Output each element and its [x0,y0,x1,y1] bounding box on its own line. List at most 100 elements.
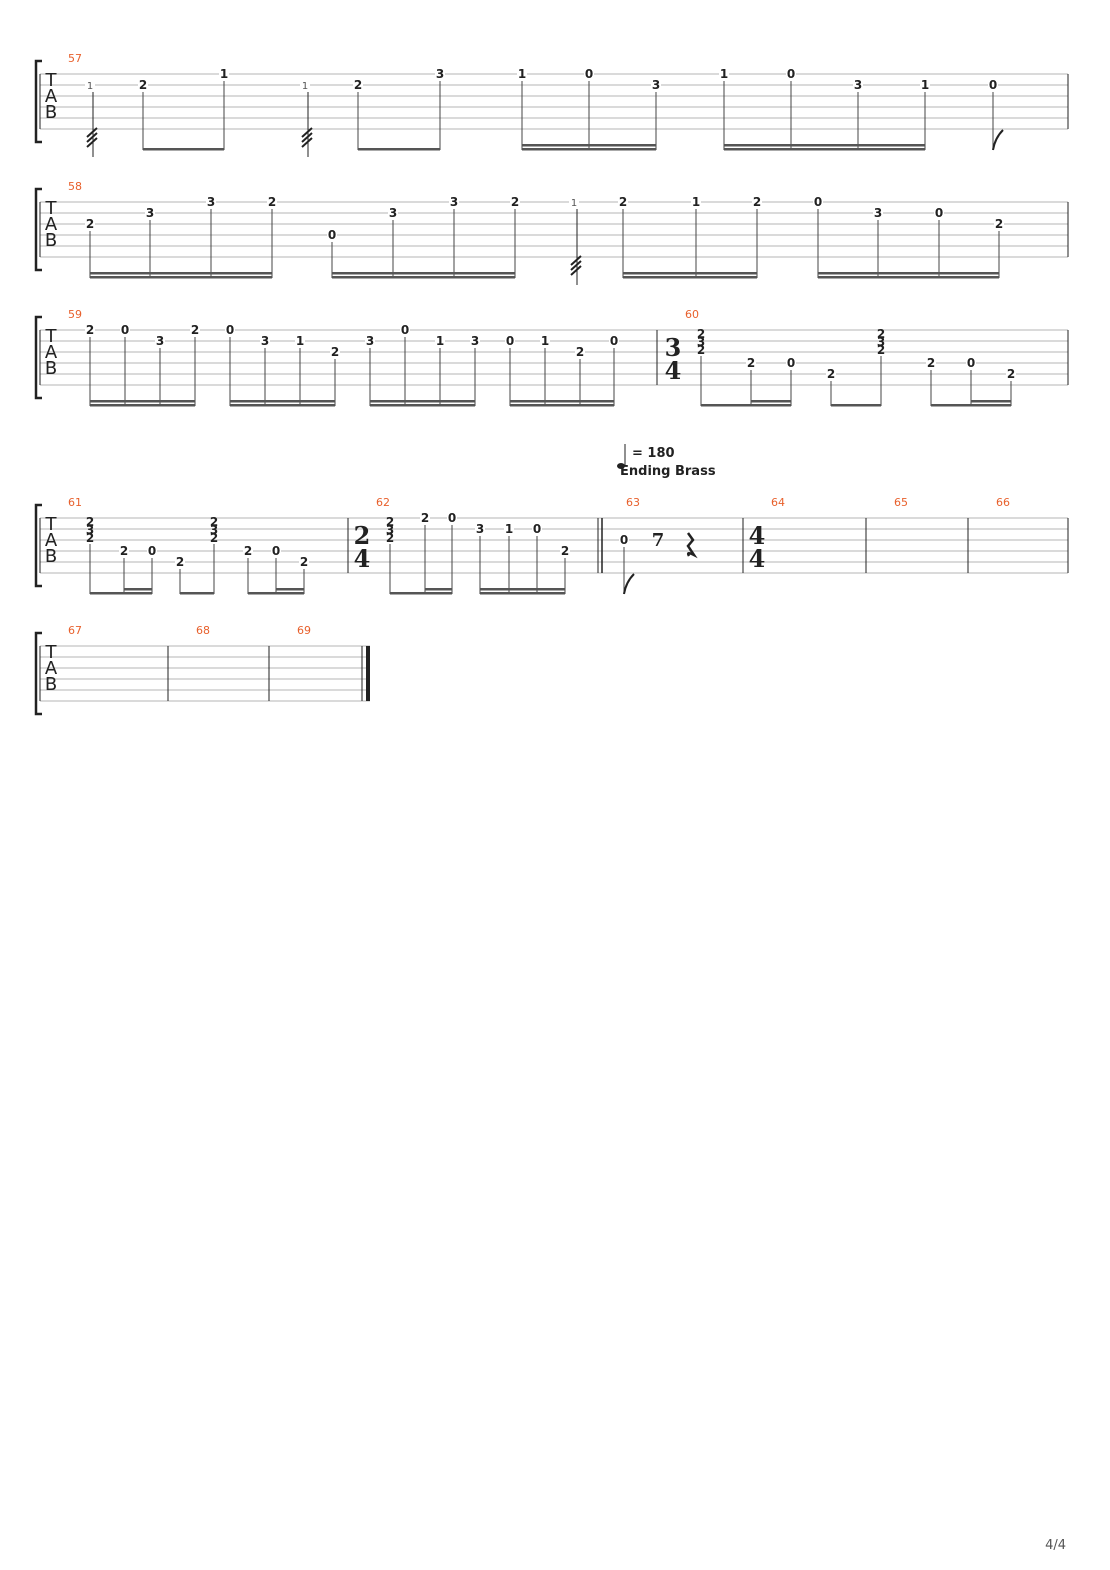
final-barline [366,646,370,701]
measure-number: 59 [68,308,82,321]
secondary-beam [370,400,475,403]
tab-clef-letter: B [45,102,57,123]
fret-number: 3 [652,78,660,92]
fret-number: 1 [692,195,700,209]
beam [90,276,272,279]
secondary-beam [124,588,152,591]
fret-mask [786,357,796,368]
quarter-rest-icon [686,532,698,559]
tab-clef-letter: T [45,642,58,663]
measure-number: 57 [68,52,82,65]
fret-mask [540,335,550,346]
fret-mask [400,324,410,335]
secondary-beam [90,272,272,275]
measure-number: 69 [297,624,311,637]
time-signature-numerator: 4 [749,521,766,550]
measure-number: 68 [196,624,210,637]
fret-number: 0 [620,533,628,547]
measure-number: 63 [626,496,640,509]
fret-mask [505,335,515,346]
system-bracket [34,315,42,400]
fret-number: 2 [697,343,705,357]
fret-number: 3 [874,206,882,220]
fret-mask [435,335,445,346]
fret-mask [206,196,216,207]
fret-number: 0 [533,522,541,536]
secondary-beam [971,400,1011,403]
fret-mask [752,196,762,207]
fret-mask [651,79,661,90]
tab-clef-letter: B [45,358,57,379]
eighth-rest-icon: 7 [652,530,665,551]
grace-fret-number: 1 [571,198,577,209]
measure-number: 66 [996,496,1010,509]
tab-clef-letter: T [45,70,58,91]
measure-number: 64 [771,496,785,509]
fret-number: 2 [511,195,519,209]
system-bracket [34,187,42,272]
quarter-note-icon [617,463,625,469]
secondary-beam [522,144,656,147]
fret-mask [449,196,459,207]
secondary-beam [480,588,565,591]
system-bracket [34,631,42,716]
secondary-beam [425,588,452,591]
beam [370,404,475,407]
beam [818,276,999,279]
grace-fret-number: 1 [302,81,308,92]
tremolo-stroke [570,265,582,276]
fret-mask [327,229,337,240]
tremolo-stroke [86,137,98,148]
fret-number: 0 [226,323,234,337]
beam [390,592,452,595]
fret-mask [435,68,445,79]
fret-number: 0 [967,356,975,370]
fret-mask [719,68,729,79]
fret-number: 1 [518,67,526,81]
fret-number: 2 [210,515,218,529]
tab-clef-letter: A [45,658,58,679]
fret-mask [988,79,998,90]
fret-mask [267,196,277,207]
tremolo-stroke [301,127,313,138]
fret-mask [353,79,363,90]
fret-mask [365,335,375,346]
fret-mask [994,218,1004,229]
secondary-beam [90,400,195,403]
fret-number: 3 [156,334,164,348]
fret-number: 0 [787,356,795,370]
tab-clef-letter: A [45,86,58,107]
fret-mask [510,196,520,207]
fret-mask [470,335,480,346]
fret-number: 1 [296,334,304,348]
fret-number: 1 [505,522,513,536]
fret-number: 0 [989,78,997,92]
fret-number: 1 [720,67,728,81]
fret-number: 0 [401,323,409,337]
beam [831,404,881,407]
fret-mask [119,545,129,556]
beam [90,592,152,595]
fret-number: 3 [450,195,458,209]
fret-number: 2 [421,511,429,525]
page-number: 4/4 [1045,1538,1066,1553]
fret-number: 2 [386,531,394,545]
secondary-beam [510,400,614,403]
fret-number: 3 [471,334,479,348]
fret-mask [145,207,155,218]
beam [931,404,1011,407]
secondary-beam [276,588,304,591]
fret-mask [85,218,95,229]
secondary-beam [724,144,925,147]
fret-number: 3 [366,334,374,348]
beam [623,276,757,279]
time-signature-numerator: 3 [665,333,682,362]
fret-mask [260,335,270,346]
fret-number: 2 [86,531,94,545]
secondary-beam [623,272,757,275]
tab-clef-letter: A [45,214,58,235]
fret-number: 2 [86,515,94,529]
time-signature-numerator: 2 [354,521,371,550]
beam [701,404,791,407]
